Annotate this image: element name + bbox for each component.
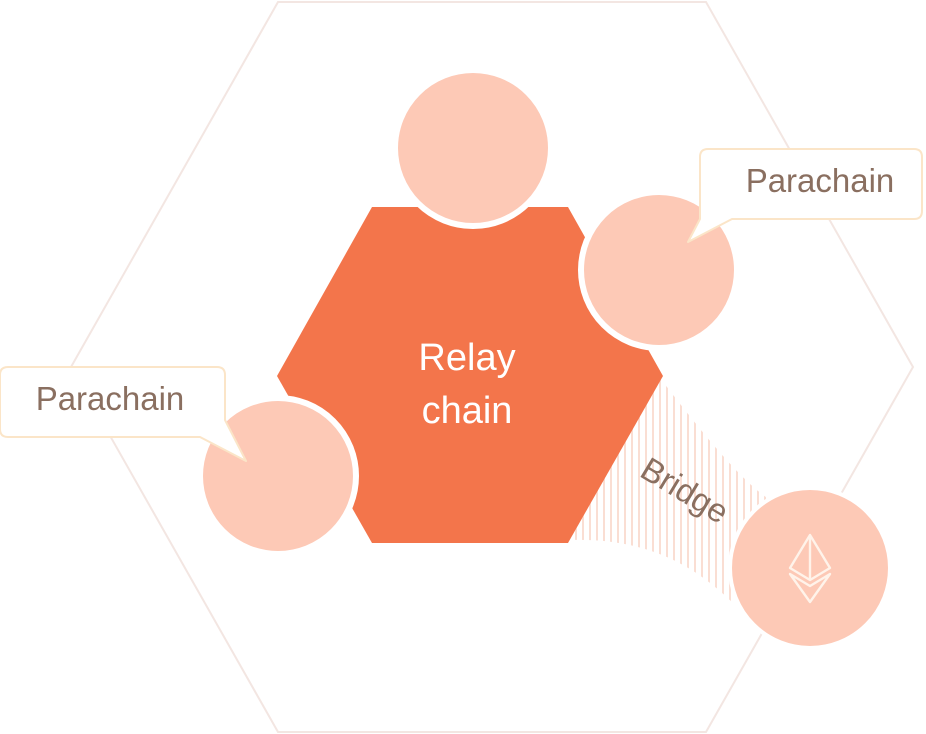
callout-box-left xyxy=(0,366,247,462)
parachain-label-right: Parachain xyxy=(746,162,895,199)
parachain-top xyxy=(392,67,554,229)
bridge-band xyxy=(570,378,770,605)
callout-box-right xyxy=(687,148,923,243)
parachain-label-left: Parachain xyxy=(36,380,185,417)
parachain-callout-right: Parachain xyxy=(687,148,923,243)
relay-chain-label-line2: chain xyxy=(422,390,513,432)
parachain-callout-left: Parachain xyxy=(0,366,247,462)
ethereum-icon xyxy=(788,533,832,604)
relay-chain-hexagon xyxy=(277,207,663,543)
relay-chain-label-line1: Relay xyxy=(418,337,515,379)
parachain-left xyxy=(197,395,359,557)
